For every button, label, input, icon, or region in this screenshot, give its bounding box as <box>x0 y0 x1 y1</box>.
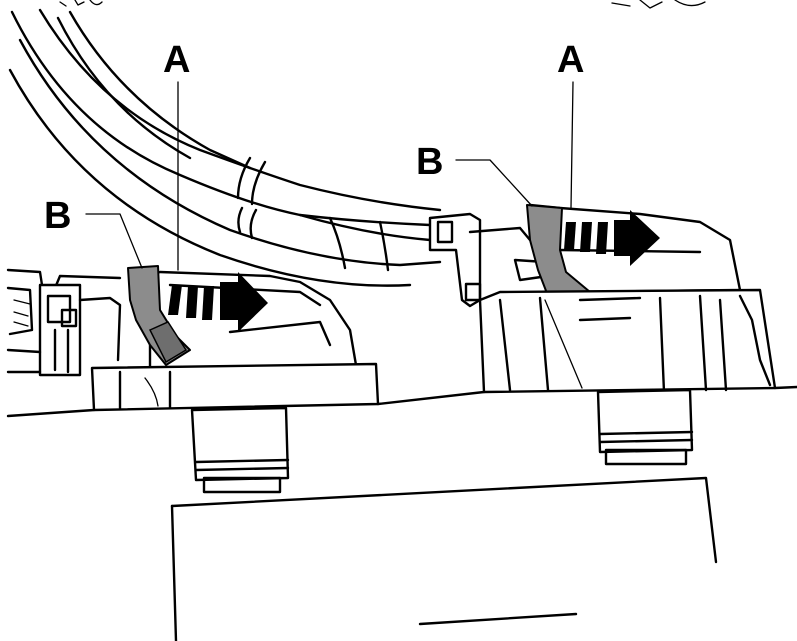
right-release-arrow <box>564 210 660 266</box>
bottom-panel <box>170 476 718 641</box>
right-connector <box>428 203 742 308</box>
right-mounting-base <box>478 288 777 394</box>
top-edge-fragments <box>59 0 706 9</box>
left-mounting-base <box>90 362 380 412</box>
callout-leaders <box>85 81 574 271</box>
callout-b-right: B <box>416 141 443 183</box>
callout-a-right: A <box>557 39 584 81</box>
lower-tab-left <box>190 406 290 494</box>
callout-a-left: A <box>163 39 190 81</box>
callout-b-left: B <box>44 195 71 237</box>
lower-tab-right <box>596 388 694 466</box>
wiring-harness <box>8 8 462 287</box>
left-release-arrow <box>168 272 268 332</box>
left-connector <box>6 265 358 377</box>
support-shelf <box>6 385 797 418</box>
